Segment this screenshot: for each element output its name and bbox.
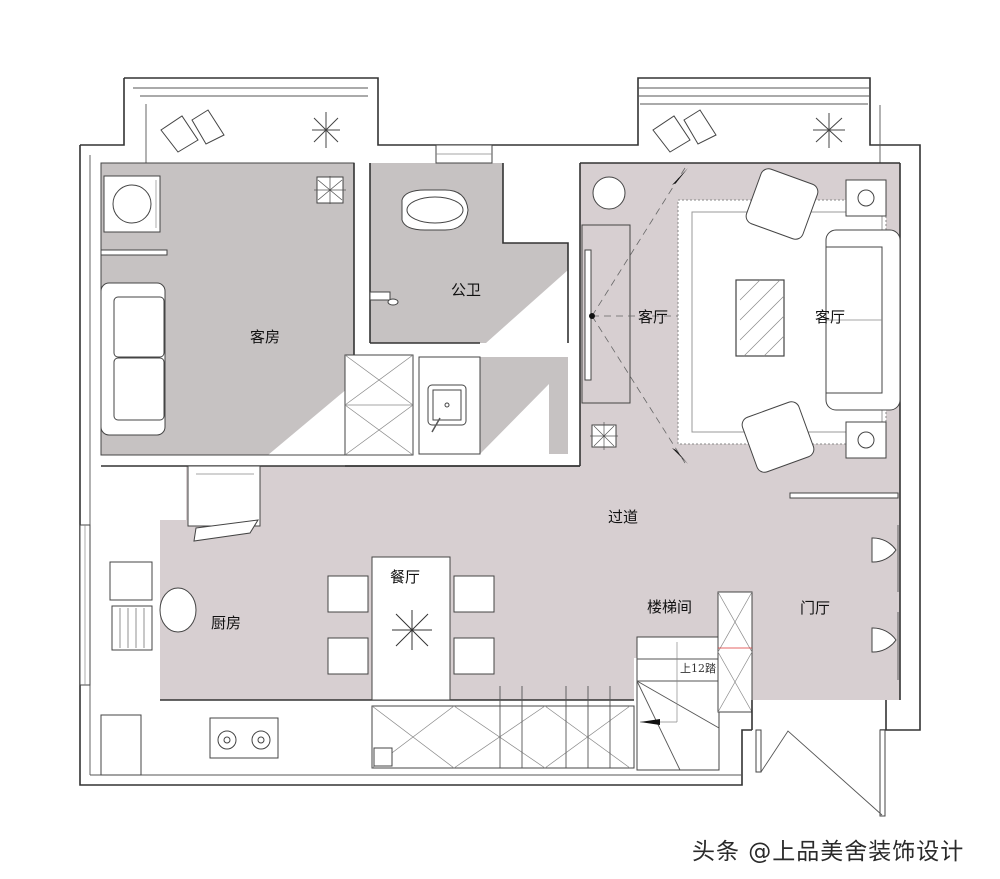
wash-area-floor xyxy=(480,357,568,454)
person-figure xyxy=(159,587,197,633)
room-label-kitchen: 厨房 xyxy=(211,614,242,632)
stair-note: 上12踏 xyxy=(680,662,716,675)
room-label-living-tv: 客厅 xyxy=(638,308,669,326)
plant-icon-living xyxy=(590,422,618,450)
guest-sofa xyxy=(100,282,166,436)
round-table xyxy=(592,176,626,210)
bathroom-floor xyxy=(370,163,568,343)
staircase xyxy=(636,636,720,771)
side-table-bottom xyxy=(845,421,887,459)
toilet-icon xyxy=(369,291,399,306)
dining-chairs xyxy=(327,575,495,675)
room-label-guest-room: 客房 xyxy=(250,328,281,346)
side-table-top xyxy=(845,179,887,217)
watermark: 头条 @上品美舍装饰设计 xyxy=(692,839,965,865)
room-label-bathroom: 公卫 xyxy=(451,281,482,299)
room-label-living-sofa: 客厅 xyxy=(815,308,846,326)
balcony-cushions-left xyxy=(160,109,225,153)
armchair-bottom xyxy=(741,401,815,473)
dining-table xyxy=(371,556,451,701)
sink-icon xyxy=(427,384,467,433)
coffee-table xyxy=(735,279,785,357)
room-label-stairwell: 楼梯间 xyxy=(647,598,693,616)
shoe-cabinet xyxy=(717,591,753,713)
storage-cabinets xyxy=(371,686,635,769)
corridor-shelf xyxy=(789,492,899,499)
armchair-top xyxy=(745,168,819,240)
dishwasher xyxy=(187,465,261,542)
plant-icon xyxy=(314,176,346,204)
room-label-dining: 餐厅 xyxy=(390,568,421,586)
foyer-wall-lamps xyxy=(871,525,899,680)
main-sofa xyxy=(825,229,901,411)
washing-machine xyxy=(103,175,161,233)
kitchen-sink xyxy=(109,561,153,651)
table-centerpiece-plant xyxy=(392,610,432,650)
balcony-plant-right xyxy=(813,113,845,148)
tv-cabinet xyxy=(581,224,631,404)
kitchen-window xyxy=(79,524,91,686)
balcony-cushions-right xyxy=(652,109,717,153)
entry-door xyxy=(751,700,887,817)
fridge xyxy=(100,714,142,776)
room-label-foyer: 门厅 xyxy=(800,599,831,617)
balcony-plant-left xyxy=(312,112,340,148)
room-label-corridor: 过道 xyxy=(608,508,639,526)
stove-icon xyxy=(209,717,279,759)
guest-shelf xyxy=(100,249,168,256)
bathtub-icon xyxy=(401,189,469,231)
outer-walls xyxy=(79,77,921,786)
